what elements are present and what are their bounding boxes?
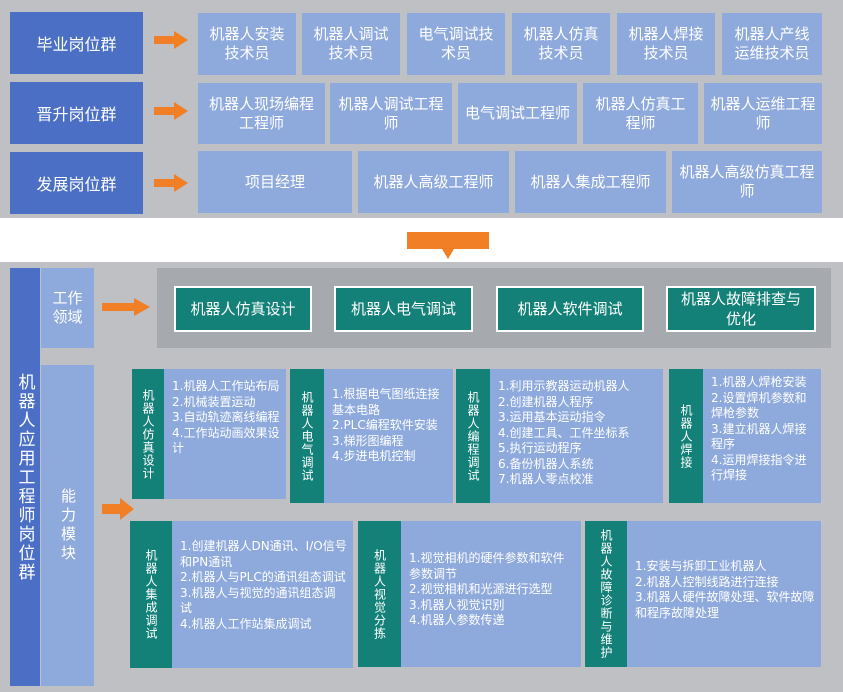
arrow-right-icon (102, 498, 134, 520)
job-cell: 项目经理 (198, 151, 352, 213)
job-cell: 机器人焊接技术员 (617, 13, 715, 75)
module-title: 机器人电气调试 (290, 369, 324, 503)
work-domain: 机器人故障排查与优化 (666, 286, 816, 332)
work-domain: 机器人仿真设计 (174, 286, 312, 332)
job-cell: 机器人调试技术员 (302, 13, 400, 75)
job-cell: 机器人现场编程工程师 (198, 83, 325, 144)
module-title: 机器人视觉分拣 (358, 521, 401, 667)
job-cell: 机器人集成工程师 (515, 151, 666, 213)
job-cell: 机器人调试工程师 (330, 83, 452, 144)
job-cell: 电气调试工程师 (458, 83, 577, 144)
job-cell: 机器人安装技术员 (198, 13, 296, 75)
work-domain: 机器人电气调试 (334, 286, 473, 332)
job-cell: 机器人高级仿真工程师 (672, 151, 822, 213)
module-title: 机器人仿真设计 (132, 369, 164, 499)
row-header-promotion: 晋升岗位群 (10, 82, 143, 144)
left-vertical-title: 机器人应用工程师岗位群 (10, 268, 40, 686)
job-cell: 机器人仿真工程师 (583, 83, 698, 144)
arrow-right-icon (154, 102, 188, 120)
row-header-graduate: 毕业岗位群 (10, 12, 143, 74)
work-area-label: 工作领域 (41, 268, 94, 348)
job-cell: 机器人产线运维技术员 (722, 13, 822, 75)
module-title: 机器人编程调试 (456, 369, 490, 503)
job-cell: 机器人高级工程师 (358, 151, 509, 213)
job-cell: 电气调试技术员 (407, 13, 505, 75)
arrow-right-icon (102, 298, 150, 316)
arrow-down-icon (407, 232, 489, 259)
row-header-development: 发展岗位群 (10, 152, 143, 214)
module-title: 机器人故障诊断与维护 (585, 521, 627, 667)
arrow-right-icon (154, 31, 188, 49)
module-title: 机器人焊接 (669, 369, 703, 503)
work-domain: 机器人软件调试 (496, 286, 644, 332)
module-title: 机器人集成调试 (130, 521, 172, 668)
arrow-right-icon (154, 174, 188, 192)
job-cell: 机器人仿真技术员 (512, 13, 610, 75)
ability-label: 能力模块 (41, 365, 94, 686)
job-cell: 机器人运维工程师 (704, 83, 822, 144)
